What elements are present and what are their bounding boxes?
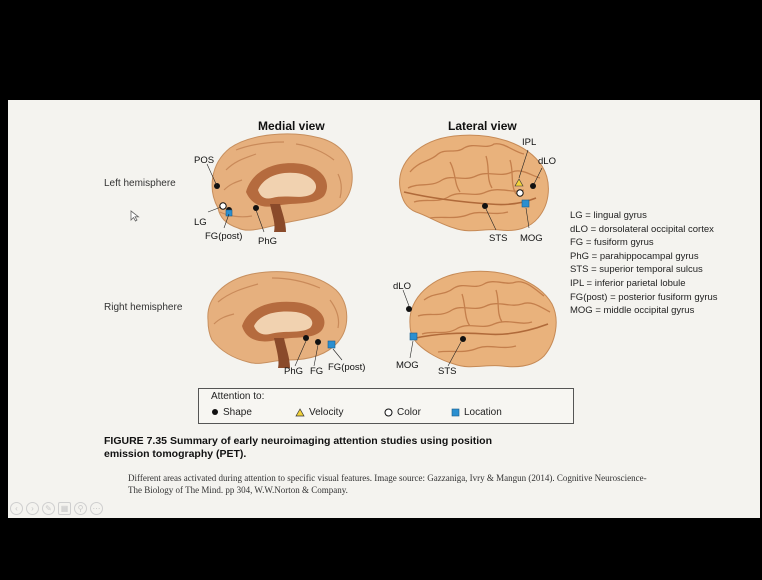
legend-color-label: Color — [397, 407, 421, 418]
black-dot-icon — [211, 408, 219, 416]
legend-velocity-label: Velocity — [309, 407, 343, 418]
label-mog: MOG — [396, 360, 419, 371]
shape-marker — [303, 335, 309, 341]
label-fg: FG — [310, 366, 323, 377]
zoom-icon[interactable]: ⚲ — [74, 502, 87, 515]
color-marker — [517, 190, 523, 196]
legend-velocity: Velocity — [295, 407, 343, 418]
legend-location: Location — [451, 407, 502, 418]
abbreviation-item: IPL = inferior parietal lobule — [570, 277, 718, 291]
figure-caption-title: FIGURE 7.35 Summary of early neuroimagin… — [104, 435, 524, 461]
location-marker — [522, 200, 529, 207]
top-left-markers — [207, 164, 264, 232]
location-marker — [410, 333, 417, 340]
abbreviation-item: FG(post) = posterior fusiform gyrus — [570, 291, 718, 305]
abbreviation-item: PhG = parahippocampal gyrus — [570, 250, 718, 264]
abbreviation-item: FG = fusiform gyrus — [570, 236, 718, 250]
label-fgpost: FG(post) — [205, 231, 242, 242]
attention-legend-title: Attention to: — [211, 391, 264, 402]
forward-icon[interactable]: › — [26, 502, 39, 515]
slide: Medial view Lateral view Left hemisphere… — [8, 100, 760, 518]
label-fgpost: FG(post) — [328, 362, 365, 373]
bottom-right-markers — [403, 290, 466, 366]
slides-icon[interactable]: ▦ — [58, 502, 71, 515]
label-dlo: dLO — [538, 156, 556, 167]
attention-legend: Attention to: Shape Velocity Color Locat… — [198, 388, 574, 424]
abbreviation-key: LG = lingual gyrus dLO = dorsolateral oc… — [570, 209, 718, 318]
label-dlo: dLO — [393, 281, 411, 292]
velocity-marker — [515, 179, 523, 186]
legend-color: Color — [384, 407, 421, 418]
more-icon[interactable]: ⋯ — [90, 502, 103, 515]
shape-marker — [482, 203, 488, 209]
pen-icon[interactable]: ✎ — [42, 502, 55, 515]
back-icon[interactable]: ‹ — [10, 502, 23, 515]
label-pos: POS — [194, 155, 214, 166]
location-marker — [328, 341, 335, 348]
figure-caption-body: Different areas activated during attenti… — [128, 472, 658, 496]
legend-shape: Shape — [211, 407, 252, 418]
label-sts: STS — [489, 233, 507, 244]
label-mog: MOG — [520, 233, 543, 244]
label-sts: STS — [438, 366, 456, 377]
label-lg: LG — [194, 217, 207, 228]
label-phg: PhG — [258, 236, 277, 247]
yellow-triangle-icon — [295, 408, 305, 417]
color-marker — [220, 203, 226, 209]
shape-marker — [460, 336, 466, 342]
presentation-toolbar: ‹›✎▦⚲⋯ — [10, 498, 106, 512]
label-phg: PhG — [284, 366, 303, 377]
blue-square-icon — [451, 408, 460, 417]
shape-marker — [406, 306, 412, 312]
location-marker — [226, 210, 232, 216]
legend-shape-label: Shape — [223, 407, 252, 418]
abbreviation-item: dLO = dorsolateral occipital cortex — [570, 223, 718, 237]
label-ipl: IPL — [522, 137, 536, 148]
abbreviation-item: LG = lingual gyrus — [570, 209, 718, 223]
top-right-markers — [482, 150, 542, 230]
abbreviation-item: STS = superior temporal sulcus — [570, 263, 718, 277]
legend-location-label: Location — [464, 407, 502, 418]
white-circle-icon — [384, 408, 393, 417]
abbreviation-item: MOG = middle occipital gyrus — [570, 304, 718, 318]
shape-marker — [315, 339, 321, 345]
shape-marker — [530, 183, 536, 189]
